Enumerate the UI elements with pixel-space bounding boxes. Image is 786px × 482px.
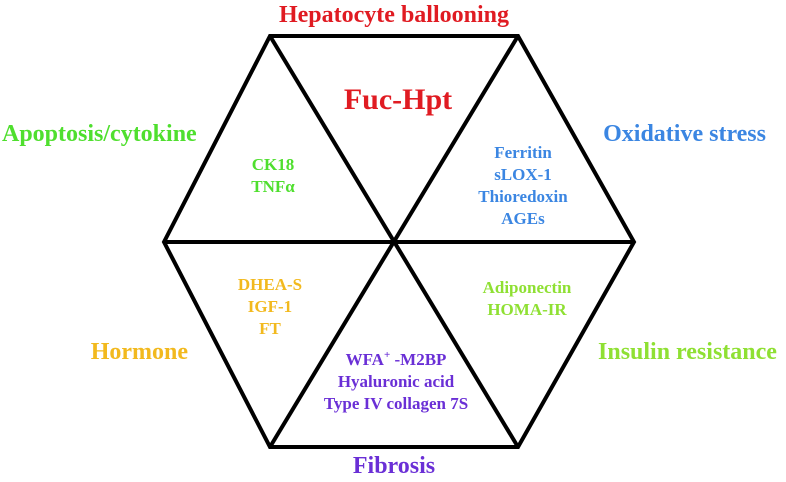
- marker-ferritin: Ferritin: [494, 143, 552, 162]
- label-oxidative-stress: Oxidative stress: [603, 121, 766, 147]
- label-hormone: Hormone: [91, 339, 189, 365]
- marker-ft: FT: [259, 319, 281, 338]
- label-hepatocyte-ballooning: Hepatocyte ballooning: [279, 2, 509, 28]
- marker-igf-1: IGF-1: [248, 297, 292, 316]
- marker-wfa-m2bp: WFA+ -M2BP: [346, 349, 447, 369]
- marker-type-iv-collagen-7s: Type IV collagen 7S: [324, 394, 468, 413]
- label-apoptosis-cytokine: Apoptosis/cytokine: [2, 121, 197, 147]
- marker-thioredoxin: Thioredoxin: [478, 187, 568, 206]
- marker-dhea-s: DHEA-S: [238, 275, 302, 294]
- marker-fuc-hpt: Fuc-Hpt: [344, 83, 452, 116]
- marker-homa-ir: HOMA-IR: [487, 300, 567, 319]
- marker-ages: AGEs: [501, 209, 545, 228]
- label-insulin-resistance: Insulin resistance: [598, 339, 777, 365]
- marker-slox-1: sLOX-1: [494, 165, 552, 184]
- marker-hyaluronic-acid: Hyaluronic acid: [338, 372, 455, 391]
- label-fibrosis: Fibrosis: [353, 453, 435, 479]
- marker-tnfa: TNFα: [251, 177, 295, 196]
- marker-ck18: CK18: [252, 155, 295, 174]
- marker-adiponectin: Adiponectin: [483, 278, 572, 297]
